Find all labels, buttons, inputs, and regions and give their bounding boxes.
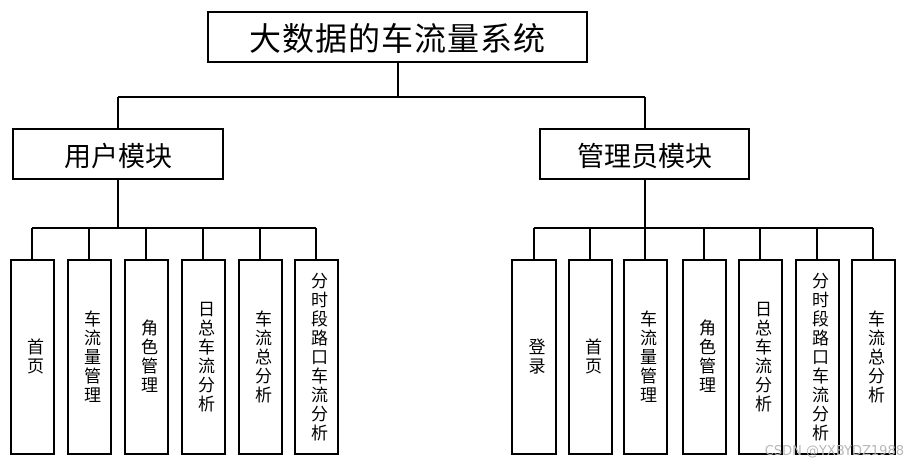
user-leaf-total-traffic-analysis: 车流总分析 bbox=[238, 259, 283, 455]
admin-leaf-daily-traffic-analysis: 日总车流分析 bbox=[738, 259, 783, 455]
user-leaf-daily-traffic-analysis: 日总车流分析 bbox=[181, 259, 226, 455]
leaf-label: 分时段路口车流分析 bbox=[808, 271, 828, 443]
user-leaf-home: 首页 bbox=[10, 259, 55, 455]
admin-leaf-home: 首页 bbox=[568, 259, 613, 455]
leaf-label: 车流量管理 bbox=[636, 309, 656, 405]
user-module-label: 用户模块 bbox=[64, 141, 172, 173]
leaf-label: 日总车流分析 bbox=[194, 300, 214, 414]
admin-leaf-login: 登录 bbox=[511, 259, 557, 455]
leaf-label: 分时段路口车流分析 bbox=[307, 271, 327, 443]
leaf-label: 首页 bbox=[581, 338, 601, 376]
leaf-label: 角色管理 bbox=[695, 319, 715, 395]
admin-leaf-total-traffic-analysis: 车流总分析 bbox=[851, 259, 896, 455]
leaf-label: 首页 bbox=[23, 338, 43, 376]
leaf-label: 登录 bbox=[524, 338, 545, 376]
leaf-label: 车流总分析 bbox=[864, 309, 884, 405]
leaf-label: 车流总分析 bbox=[251, 309, 271, 405]
root-label: 大数据的车流量系统 bbox=[248, 20, 546, 58]
user-leaf-role-management: 角色管理 bbox=[124, 259, 169, 455]
user-module-node: 用户模块 bbox=[12, 128, 224, 180]
leaf-label: 角色管理 bbox=[137, 319, 157, 395]
leaf-label: 日总车流分析 bbox=[751, 300, 771, 414]
admin-leaf-intersection-period-analysis: 分时段路口车流分析 bbox=[795, 259, 840, 455]
user-leaf-intersection-period-analysis: 分时段路口车流分析 bbox=[294, 259, 339, 455]
watermark: CSDN @YXBYDZ1988 bbox=[764, 444, 904, 459]
root-node: 大数据的车流量系统 bbox=[207, 11, 588, 63]
admin-leaf-traffic-management: 车流量管理 bbox=[623, 259, 668, 455]
admin-leaf-role-management: 角色管理 bbox=[682, 259, 727, 455]
admin-module-label: 管理员模块 bbox=[577, 141, 712, 173]
leaf-label: 车流量管理 bbox=[80, 309, 100, 405]
user-leaf-traffic-management: 车流量管理 bbox=[67, 259, 112, 455]
admin-module-node: 管理员模块 bbox=[539, 128, 750, 180]
